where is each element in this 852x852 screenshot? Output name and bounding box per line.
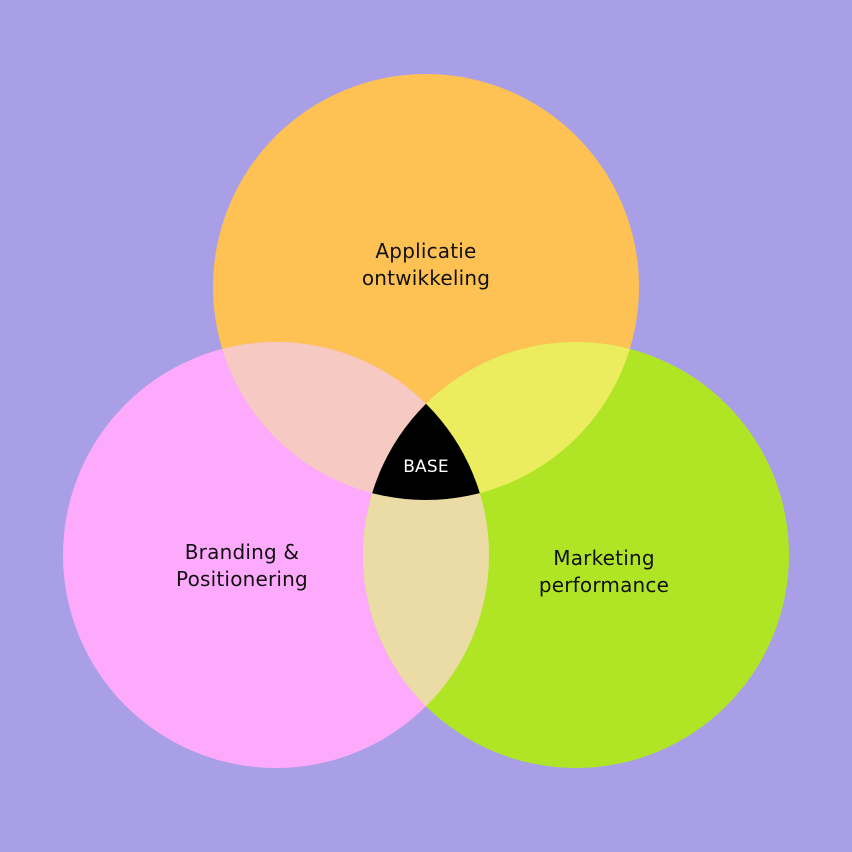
overlap-top-right <box>363 342 639 500</box>
label-top-line-2: ontwikkeling <box>361 266 491 290</box>
overlap-top-left <box>213 342 489 500</box>
label-marketing-performance: Marketing performance <box>504 545 704 599</box>
label-base: BASE <box>386 455 466 479</box>
label-right-line-2: performance <box>538 573 670 597</box>
label-branding-positionering: Branding & Positionering <box>142 539 342 593</box>
label-left-line-1: Branding & <box>184 540 300 564</box>
label-top-line-1: Applicatie <box>375 239 477 263</box>
label-right-line-1: Marketing <box>553 546 655 570</box>
label-base-text: BASE <box>403 457 449 477</box>
label-left-line-2: Positionering <box>176 567 308 591</box>
label-applicatie-ontwikkeling: Applicatie ontwikkeling <box>326 238 526 292</box>
